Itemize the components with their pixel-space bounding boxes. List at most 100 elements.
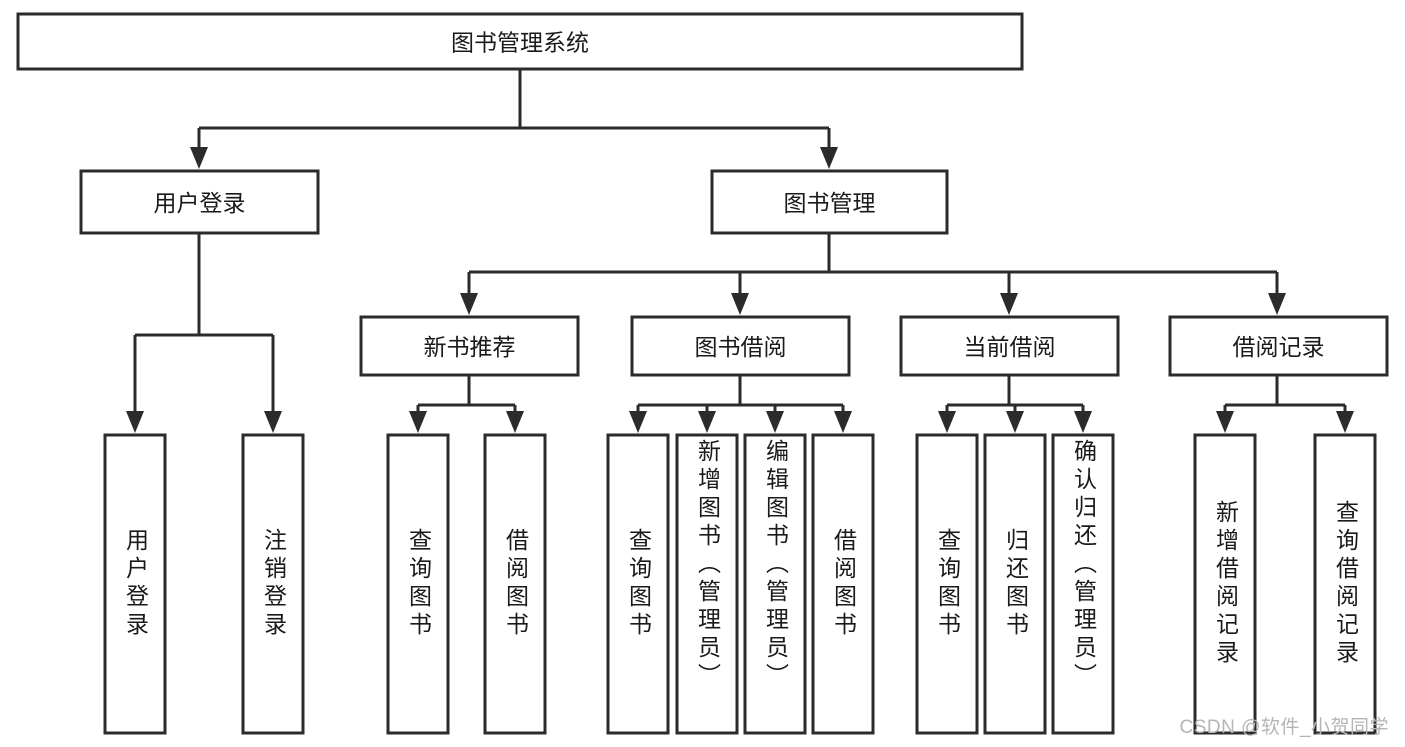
node-level3-0[interactable] — [359, 315, 580, 377]
node-leaf-8[interactable] — [915, 433, 979, 735]
node-label-text: 用户登录 — [122, 528, 149, 640]
node-leaf-11[interactable] — [1193, 433, 1257, 735]
arrow-head-icon — [1216, 411, 1234, 433]
arrow-head-icon — [506, 411, 524, 433]
node-leaf-1[interactable] — [241, 433, 305, 735]
arrow-head-icon — [460, 293, 478, 315]
arrow-head-icon — [1336, 411, 1354, 433]
arrow-head-icon — [834, 411, 852, 433]
arrow-head-icon — [1000, 293, 1018, 315]
node-box-level3-2[interactable] — [899, 315, 1120, 377]
node-label-leaf-10: 确认归还（管理员） — [1053, 435, 1113, 733]
connector-borrow-to-leaves — [629, 375, 852, 433]
node-label-level3-0: 新书推荐 — [424, 334, 516, 360]
node-box-leaf-6[interactable] — [743, 433, 807, 735]
node-box-leaf-3[interactable] — [483, 433, 547, 735]
connector-newbook-to-leaves — [409, 375, 524, 433]
arrow-head-icon — [629, 411, 647, 433]
node-label-text: 借阅图书 — [830, 528, 857, 640]
arrow-head-icon — [820, 147, 838, 169]
node-label-leaf-7: 借阅图书 — [813, 435, 873, 733]
node-label-text: 新增借阅记录 — [1212, 500, 1239, 668]
connector-root-to-level2 — [190, 69, 838, 169]
node-box-leaf-12[interactable] — [1313, 433, 1377, 735]
node-level3-3[interactable] — [1168, 315, 1389, 377]
node-leaf-2[interactable] — [386, 433, 450, 735]
node-box-leaf-1[interactable] — [241, 433, 305, 735]
node-label-text: 借阅图书 — [502, 528, 529, 640]
node-label-text: 查询图书 — [405, 528, 432, 640]
node-box-leaf-0[interactable] — [103, 433, 167, 735]
node-label-text: 编辑图书（管理员） — [762, 439, 789, 691]
node-label-level2-1: 图书管理 — [784, 190, 876, 216]
csdn-watermark: CSDN @软件_小贺同学 — [1179, 717, 1389, 738]
node-box-level3-3[interactable] — [1168, 315, 1389, 377]
arrow-head-icon — [1268, 293, 1286, 315]
node-label-text: 注销登录 — [260, 528, 287, 640]
node-box-leaf-9[interactable] — [983, 433, 1047, 735]
node-label-leaf-5: 新增图书（管理员） — [677, 435, 737, 733]
node-label-leaf-6: 编辑图书（管理员） — [745, 435, 805, 733]
node-label-leaf-3: 借阅图书 — [485, 435, 545, 733]
node-label-leaf-1: 注销登录 — [243, 435, 303, 733]
node-level2-0[interactable] — [79, 169, 320, 235]
node-box-level3-1[interactable] — [630, 315, 851, 377]
node-label-text: 查询借阅记录 — [1332, 500, 1359, 668]
node-label-root-0: 图书管理系统 — [451, 30, 589, 56]
arrow-head-icon — [264, 411, 282, 433]
node-label-leaf-4: 查询图书 — [608, 435, 668, 733]
node-level2-1[interactable] — [710, 169, 949, 235]
node-box-level2-0[interactable] — [79, 169, 320, 235]
node-root-0[interactable] — [16, 12, 1024, 71]
node-level3-2[interactable] — [899, 315, 1120, 377]
connector-layer — [126, 69, 1354, 433]
node-leaf-4[interactable] — [606, 433, 670, 735]
node-label-leaf-2: 查询图书 — [388, 435, 448, 733]
arrow-head-icon — [1006, 411, 1024, 433]
node-box-leaf-8[interactable] — [915, 433, 979, 735]
node-label-level2-0: 用户登录 — [154, 190, 246, 216]
node-box-leaf-7[interactable] — [811, 433, 875, 735]
node-label-text: 查询图书 — [934, 528, 961, 640]
node-leaf-12[interactable] — [1313, 433, 1377, 735]
node-leaf-5[interactable] — [675, 433, 739, 735]
node-leaf-7[interactable] — [811, 433, 875, 735]
node-box-leaf-4[interactable] — [606, 433, 670, 735]
node-level3-1[interactable] — [630, 315, 851, 377]
node-label-leaf-12: 查询借阅记录 — [1315, 435, 1375, 733]
node-box-leaf-10[interactable] — [1051, 433, 1115, 735]
node-label-level3-3: 借阅记录 — [1233, 334, 1325, 360]
node-label-leaf-8: 查询图书 — [917, 435, 977, 733]
node-box-leaf-11[interactable] — [1193, 433, 1257, 735]
node-label-level3-1: 图书借阅 — [695, 334, 787, 360]
arrow-head-icon — [938, 411, 956, 433]
node-label-text: 新增图书（管理员） — [694, 439, 721, 691]
node-leaf-3[interactable] — [483, 433, 547, 735]
arrow-head-icon — [698, 411, 716, 433]
node-box-root-0[interactable] — [16, 12, 1024, 71]
connector-login-to-leaves — [126, 233, 282, 433]
connector-current-to-leaves — [938, 375, 1092, 433]
arrow-head-icon — [126, 411, 144, 433]
node-label-text: 归还图书 — [1002, 528, 1029, 640]
node-box-leaf-5[interactable] — [675, 433, 739, 735]
arrow-head-icon — [1074, 411, 1092, 433]
node-label-leaf-11: 新增借阅记录 — [1195, 435, 1255, 733]
node-leaf-0[interactable] — [103, 433, 167, 735]
node-leaf-9[interactable] — [983, 433, 1047, 735]
connector-library-to-level3 — [460, 233, 1286, 315]
node-box-level2-1[interactable] — [710, 169, 949, 235]
node-label-text: 查询图书 — [625, 528, 652, 640]
arrow-head-icon — [190, 147, 208, 169]
node-leaf-6[interactable] — [743, 433, 807, 735]
node-label-leaf-0: 用户登录 — [105, 435, 165, 733]
connector-record-to-leaves — [1216, 375, 1354, 433]
node-box-level3-0[interactable] — [359, 315, 580, 377]
node-box-leaf-2[interactable] — [386, 433, 450, 735]
arrow-head-icon — [731, 293, 749, 315]
node-leaf-10[interactable] — [1051, 433, 1115, 735]
node-label-level3-2: 当前借阅 — [964, 334, 1056, 360]
